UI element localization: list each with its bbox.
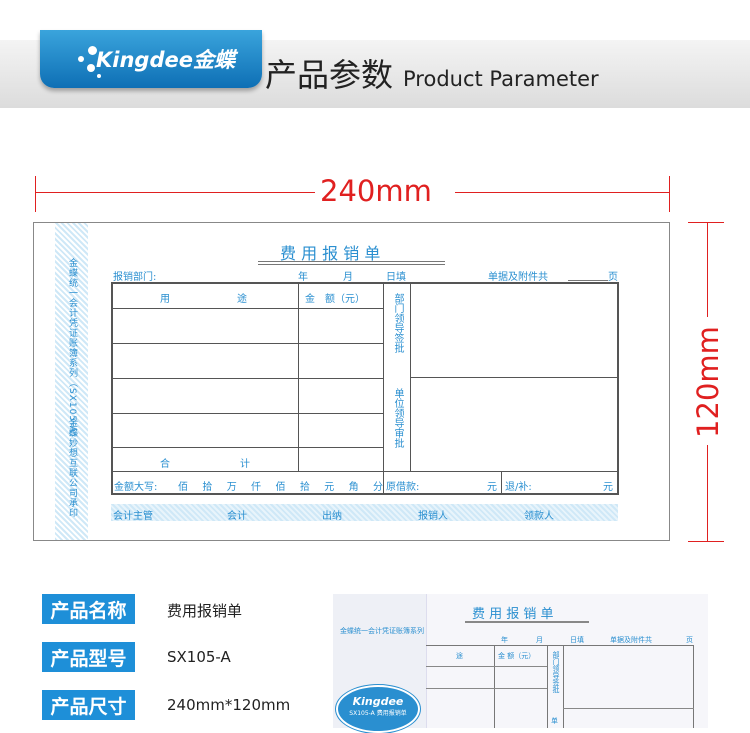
spec-label-name: 产品名称 bbox=[42, 594, 135, 624]
dimension-tick bbox=[35, 176, 36, 212]
dimension-line bbox=[707, 445, 708, 541]
page-label: 页 bbox=[608, 272, 618, 283]
signer-label: 报销人 bbox=[418, 511, 448, 522]
signer-band bbox=[111, 504, 618, 521]
width-label: 240mm bbox=[320, 174, 432, 208]
col-purpose: 用 bbox=[160, 294, 170, 305]
dimension-tick bbox=[688, 541, 724, 542]
refund-label: 退/补: bbox=[505, 482, 532, 493]
col-purpose: 途 bbox=[237, 294, 247, 305]
amount-words-label: 金额大写: bbox=[114, 482, 158, 493]
attach-blank bbox=[568, 280, 608, 281]
form-table bbox=[111, 282, 619, 495]
amount-units: 佰拾万仟佰拾元角分 bbox=[178, 482, 383, 493]
yuan-label: 元 bbox=[603, 482, 613, 493]
total-label: 合 bbox=[160, 459, 170, 470]
photo-side-text: 金蝶统一会计凭证账簿系列 bbox=[340, 627, 424, 635]
dimension-tick bbox=[669, 176, 670, 212]
unit-approval-label: 单位领导审批 bbox=[392, 388, 403, 448]
spec-value-name: 费用报销单 bbox=[167, 602, 243, 620]
dimension-line bbox=[455, 192, 670, 193]
signer-label: 会计主管 bbox=[113, 511, 153, 522]
expense-form bbox=[33, 222, 670, 541]
spec-label-model: 产品型号 bbox=[42, 642, 135, 672]
form-title: 费 用 报 销 单 bbox=[280, 244, 381, 263]
form-side-strip bbox=[55, 223, 88, 540]
photo-title: 费 用 报 销 单 bbox=[472, 607, 554, 622]
year-label: 年 bbox=[298, 272, 308, 283]
spec-value-size: 240mm*120mm bbox=[167, 696, 291, 714]
side-text: 金蝶妙想互联公司承印 bbox=[67, 418, 77, 518]
loan-label: 原借款: bbox=[386, 482, 420, 493]
logo-text: Kingdee金蝶 bbox=[96, 48, 235, 72]
yuan-label: 元 bbox=[487, 482, 497, 493]
dimension-tick bbox=[688, 222, 724, 223]
attach-label: 单据及附件共 bbox=[488, 272, 548, 283]
spec-label-size: 产品尺寸 bbox=[42, 690, 135, 720]
side-text: 金蝶统一会计凭证账簿系列（SX105-A） bbox=[67, 258, 77, 444]
col-amount: 金 额（元） bbox=[305, 294, 365, 305]
day-label: 日填 bbox=[386, 272, 406, 283]
dimension-line bbox=[707, 222, 708, 317]
month-label: 月 bbox=[343, 272, 353, 283]
total-label: 计 bbox=[240, 459, 250, 470]
spec-value-model: SX105-A bbox=[167, 648, 231, 666]
signer-label: 出纳 bbox=[322, 511, 342, 522]
title-underline bbox=[258, 261, 445, 265]
dept-approval-label: 部门领导签批 bbox=[392, 293, 403, 353]
kingdee-logo: Kingdee金蝶 bbox=[40, 30, 262, 88]
height-label: 120mm bbox=[691, 326, 725, 438]
signer-label: 领款人 bbox=[524, 511, 554, 522]
dimension-line bbox=[35, 192, 315, 193]
dept-label: 报销部门: bbox=[113, 272, 157, 283]
kingdee-badge: Kingdee SX105-A 费用报销单 bbox=[336, 685, 420, 733]
signer-label: 会计 bbox=[227, 511, 247, 522]
